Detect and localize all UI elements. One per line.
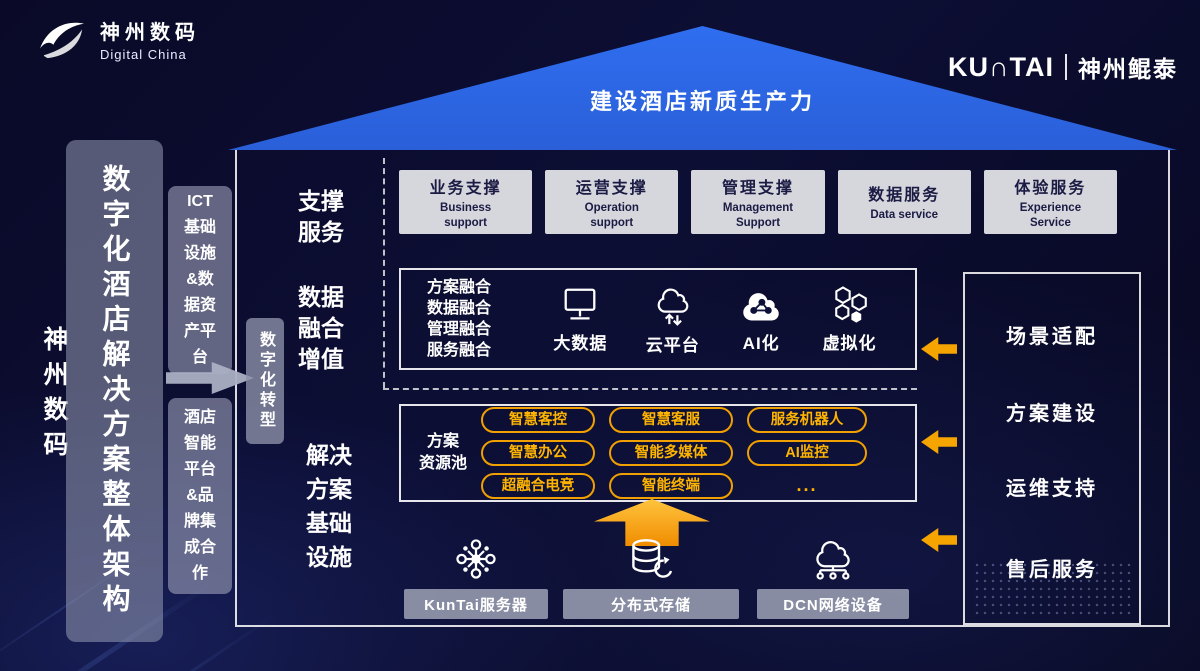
hardware-label: 分布式存储 bbox=[563, 589, 739, 619]
right-service: 方案建设 bbox=[1006, 403, 1098, 425]
pool-item: 智能多媒体 bbox=[609, 440, 733, 466]
digital-china-swoosh-icon bbox=[34, 17, 90, 61]
support-box-en: Experience Service bbox=[1019, 202, 1082, 229]
ai-cloud-icon bbox=[738, 285, 784, 325]
horizontal-dashed-divider bbox=[383, 388, 917, 390]
support-box-en: Management Support bbox=[722, 202, 794, 229]
support-box-cn: 运营支撑 bbox=[575, 180, 648, 198]
pool-item: 服务机器人 bbox=[747, 407, 867, 433]
digital-transformation-label: 数字化转型 bbox=[257, 331, 274, 431]
support-box-cn: 管理支撑 bbox=[722, 180, 795, 198]
hardware-label: DCN网络设备 bbox=[757, 589, 909, 619]
pool-item: 智慧客服 bbox=[609, 407, 733, 433]
hotel-platform-label: 酒店智能平台&品牌集成合作 bbox=[183, 409, 216, 582]
ict-platform-box: ICT基础设施&数据资产平台 bbox=[168, 186, 232, 374]
capability-label: 云平台 bbox=[645, 335, 700, 355]
support-box-en: Operation support bbox=[584, 202, 639, 229]
hardware-network-group: DCN网络设备 bbox=[757, 534, 909, 619]
company-vertical-label: 神州数码 bbox=[40, 326, 68, 466]
capability-ai: AI化 bbox=[738, 285, 784, 354]
support-box: 业务支撑 Business support bbox=[399, 170, 533, 234]
house-frame bbox=[235, 150, 1170, 627]
capability-label: 虚拟化 bbox=[822, 333, 877, 353]
pool-label: 方案 资源池 bbox=[418, 433, 467, 472]
ict-platform-label: ICT基础设施&数据资产平台 bbox=[183, 193, 216, 366]
capability-bigdata: 大数据 bbox=[553, 285, 607, 354]
fusion-list-item: 方案融合 bbox=[427, 279, 492, 296]
network-cloud-icon bbox=[809, 534, 857, 584]
fusion-list-item: 数据融合 bbox=[427, 300, 492, 317]
pool-item: 智能终端 bbox=[609, 473, 733, 499]
support-box-cn: 业务支撑 bbox=[429, 180, 502, 198]
logo-divider bbox=[1064, 54, 1067, 80]
support-box-cn: 数据服务 bbox=[868, 187, 941, 205]
pool-item: 超融合电竞 bbox=[481, 473, 595, 499]
infra-row-label: 解决方案基础设施 bbox=[306, 442, 352, 570]
fusion-list-item: 服务融合 bbox=[427, 342, 492, 359]
right-service: 场景适配 bbox=[1006, 326, 1098, 348]
hardware-storage-group: 分布式存储 bbox=[563, 534, 739, 619]
support-box: 运营支撑 Operation support bbox=[545, 170, 679, 234]
fusion-list-item: 管理融合 bbox=[427, 321, 492, 338]
kuntai-wordmark: KU∩TAI bbox=[948, 51, 1054, 82]
texture-dots bbox=[973, 561, 1131, 615]
hexagon-cluster-icon bbox=[829, 285, 871, 325]
hardware-server-group: KunTai服务器 bbox=[404, 534, 548, 619]
support-box: 管理支撑 Management Support bbox=[691, 170, 825, 234]
capability-label: AI化 bbox=[742, 333, 780, 353]
support-row-label: 支撑服务 bbox=[298, 188, 344, 245]
right-services-panel: 场景适配 方案建设 运维支持 售后服务 bbox=[963, 272, 1141, 625]
support-box-en: Data service bbox=[870, 209, 939, 222]
digital-china-logo: 神州数码 Digital China bbox=[34, 16, 200, 62]
pool-item: 智慧办公 bbox=[481, 440, 595, 466]
fusion-list: 方案融合 数据融合 管理融合 服务融合 bbox=[427, 277, 515, 361]
pool-item-ellipsis: ... bbox=[796, 475, 818, 495]
kuntai-logo: KU∩TAI 神州鲲泰 bbox=[948, 50, 1178, 84]
capability-label: 大数据 bbox=[553, 333, 608, 353]
data-fusion-box: 方案融合 数据融合 管理融合 服务融合 大数据 bbox=[399, 268, 917, 370]
logo-cn-text: 神州数码 bbox=[100, 22, 200, 44]
support-box: 体验服务 Experience Service bbox=[983, 170, 1118, 234]
right-service: 售后服务 bbox=[1006, 553, 1098, 582]
pool-grid: 智慧客控 智慧客服 服务机器人 智慧办公 智能多媒体 AI监控 超融合电竞 智能… bbox=[481, 407, 867, 499]
server-cluster-icon bbox=[452, 534, 500, 584]
kuntai-cn-text: 神州鲲泰 bbox=[1077, 56, 1178, 82]
monitor-icon bbox=[557, 285, 603, 325]
architecture-title-box: 数字化酒店解决方案整体架构 bbox=[66, 140, 163, 642]
fusion-row-label: 数据融合增值 bbox=[298, 284, 344, 372]
right-service: 运维支持 bbox=[1006, 478, 1098, 500]
architecture-title: 数字化酒店解决方案整体架构 bbox=[99, 163, 131, 619]
pool-item: 智慧客控 bbox=[481, 407, 595, 433]
support-box-en: Business support bbox=[440, 202, 492, 229]
roof-banner: 建设酒店新质生产力 bbox=[228, 26, 1177, 150]
vertical-dashed-divider bbox=[383, 158, 385, 388]
cloud-sync-icon bbox=[651, 283, 695, 327]
logo-en-text: Digital China bbox=[100, 47, 187, 62]
support-services-row: 业务支撑 Business support 运营支撑 Operation sup… bbox=[399, 170, 1118, 234]
hardware-label: KunTai服务器 bbox=[404, 589, 548, 619]
distributed-storage-icon bbox=[627, 534, 675, 584]
capability-virtualization: 虚拟化 bbox=[823, 285, 877, 354]
digital-transformation-box: 数字化转型 bbox=[246, 318, 284, 444]
hotel-platform-box: 酒店智能平台&品牌集成合作 bbox=[168, 398, 232, 594]
support-box-cn: 体验服务 bbox=[1014, 180, 1087, 198]
banner-title: 建设酒店新质生产力 bbox=[589, 89, 815, 114]
capability-cloud: 云平台 bbox=[646, 283, 700, 356]
solution-pool-box: 方案 资源池 智慧客控 智慧客服 服务机器人 智慧办公 智能多媒体 AI监控 超… bbox=[399, 404, 917, 502]
pool-item: AI监控 bbox=[747, 440, 867, 466]
support-box: 数据服务 Data service bbox=[837, 170, 971, 234]
